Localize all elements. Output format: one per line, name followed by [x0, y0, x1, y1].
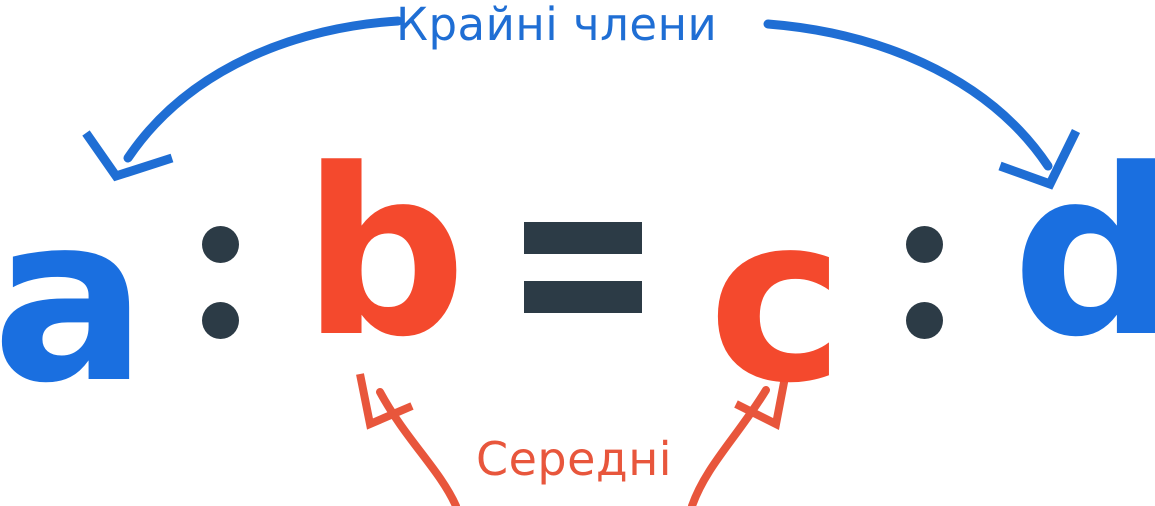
equation-term-b: b [302, 121, 467, 388]
extremes-arrow-left [82, 16, 403, 182]
equals-sign-lower-bar [524, 281, 642, 313]
means-arrow-left [356, 373, 460, 506]
extremes-arrow-right-shaft [763, 19, 1053, 171]
ratio-colon-right-lower-dot [906, 302, 943, 339]
equation-term-c: c [708, 167, 845, 434]
ratio-colon-left-upper-dot [202, 226, 239, 263]
ratio-colon-left-lower-dot [202, 302, 239, 339]
extremes-label: Крайні члени [396, 0, 718, 51]
extremes-arrow-left-head [82, 130, 174, 182]
means-arrow-left-head [356, 373, 414, 430]
means-label: Середні [476, 432, 673, 486]
equals-sign-upper-bar [524, 222, 642, 254]
extremes-arrow-left-shaft [123, 16, 403, 163]
means-arrow-right-shaft [688, 386, 770, 506]
means-arrow-left-shaft [376, 388, 460, 506]
means-arrow-right-head [734, 371, 790, 430]
ratio-colon-right-upper-dot [906, 226, 943, 263]
equation-term-a: a [0, 167, 148, 434]
extremes-arrow-right-head [998, 129, 1081, 190]
means-arrow-right [688, 371, 790, 506]
extremes-arrow-right [763, 19, 1081, 190]
equation-term-d: d [1012, 121, 1155, 388]
